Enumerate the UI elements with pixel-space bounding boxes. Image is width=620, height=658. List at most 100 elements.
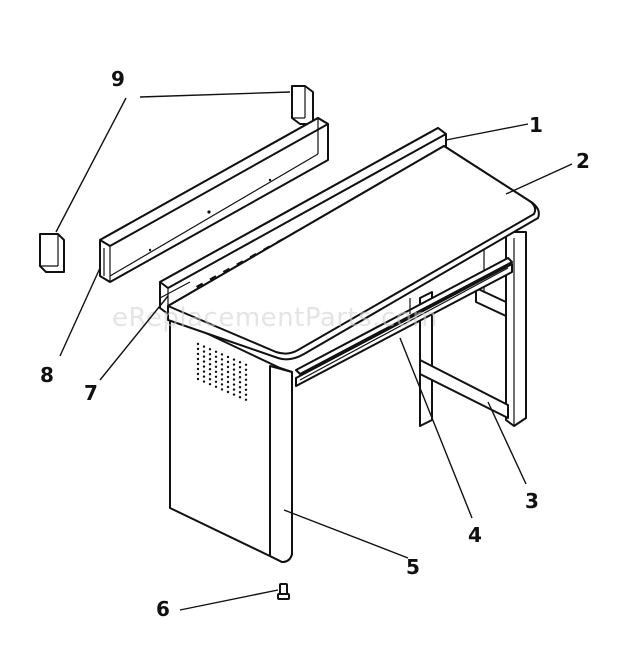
- vent-hole: [238, 396, 242, 399]
- vent-hole: [208, 348, 212, 351]
- leader-6: [179, 589, 279, 611]
- vent-hole: [196, 377, 200, 381]
- vent-hole: [214, 380, 218, 383]
- vent-hole: [244, 363, 248, 366]
- vent-hole: [196, 342, 200, 346]
- vent-hole: [232, 388, 236, 391]
- leader-8: [59, 267, 101, 357]
- leader-1: [445, 123, 529, 141]
- vent-hole: [244, 378, 248, 381]
- vent-hole: [220, 363, 224, 366]
- vent-hole: [232, 363, 236, 366]
- callout-4: 4: [468, 523, 482, 547]
- vent-hole: [208, 373, 212, 376]
- vent-hole: [208, 378, 212, 381]
- vent-hole: [226, 390, 230, 394]
- vent-hole: [220, 388, 224, 391]
- vent-hole: [238, 371, 242, 374]
- vent-hole: [214, 370, 218, 373]
- vent-hole: [202, 380, 206, 383]
- vent-hole: [244, 383, 248, 386]
- vent-hole: [214, 350, 218, 353]
- vent-hole: [220, 368, 224, 371]
- end-cap-right: [291, 85, 314, 125]
- vent-hole: [238, 391, 242, 394]
- vent-hole: [220, 378, 224, 381]
- vent-hole: [214, 355, 218, 358]
- vent-hole: [208, 368, 212, 371]
- vent-hole: [238, 386, 242, 389]
- callout-3: 3: [525, 489, 539, 513]
- callout-7: 7: [84, 381, 98, 405]
- vent-hole: [208, 353, 212, 356]
- vent-hole: [214, 365, 218, 368]
- vent-hole: [196, 357, 200, 361]
- end-cap-left: [39, 233, 65, 273]
- vent-hole: [196, 367, 200, 371]
- leader-5: [283, 509, 409, 559]
- vent-hole: [226, 380, 230, 384]
- vent-hole: [202, 350, 206, 353]
- vent-hole: [232, 378, 236, 381]
- vent-hole: [196, 372, 200, 376]
- vent-hole: [226, 385, 230, 389]
- vent-hole: [238, 361, 242, 364]
- vent-hole: [232, 358, 236, 361]
- vent-hole: [238, 366, 242, 369]
- vent-hole: [244, 368, 248, 371]
- vent-hole: [244, 373, 248, 376]
- vent-hole: [232, 368, 236, 371]
- vent-hole: [220, 383, 224, 386]
- vent-hole: [226, 355, 230, 359]
- vent-hole: [226, 365, 230, 369]
- callout-1: 1: [529, 113, 543, 137]
- vent-hole: [238, 376, 242, 379]
- vent-hole: [232, 393, 236, 396]
- leader-lines: [55, 91, 573, 611]
- vent-hole: [244, 388, 248, 391]
- pegboard-slot: [196, 282, 204, 289]
- callouts: 9 1 2 3 4 5 6 7 8: [40, 67, 590, 621]
- callout-2: 2: [576, 149, 590, 173]
- leader-3: [487, 401, 527, 485]
- leveling-screw: [277, 583, 290, 600]
- leader-2: [505, 163, 573, 195]
- leg-frame: [419, 231, 527, 427]
- vent-hole: [202, 370, 206, 373]
- vent-hole: [232, 383, 236, 386]
- vent-hole: [232, 373, 236, 376]
- vent-hole: [208, 383, 212, 386]
- pegboard-slot: [209, 275, 217, 282]
- vent-hole: [214, 360, 218, 363]
- vent-hole: [202, 375, 206, 378]
- callout-6: 6: [156, 597, 170, 621]
- vent-hole: [244, 398, 248, 401]
- vent-hole: [226, 375, 230, 379]
- vent-hole: [196, 352, 200, 356]
- vent-hole: [196, 362, 200, 366]
- back-rail: [99, 117, 329, 283]
- leader-7: [99, 295, 169, 381]
- vent-hole: [220, 353, 224, 356]
- vent-hole: [202, 355, 206, 358]
- vent-hole: [226, 370, 230, 374]
- vent-hole: [226, 360, 230, 364]
- vent-hole: [220, 373, 224, 376]
- callout-5: 5: [406, 555, 420, 579]
- drawer-rails: [295, 257, 513, 387]
- watermark: eReplacementParts.com: [112, 303, 438, 333]
- vent-hole: [214, 385, 218, 388]
- worktop: [167, 145, 540, 361]
- vent-hole: [202, 365, 206, 368]
- vent-hole: [196, 347, 200, 351]
- callout-9: 9: [111, 67, 125, 91]
- leader-9a: [139, 91, 291, 98]
- pedestal-cabinet: [169, 315, 293, 563]
- leader-4: [399, 337, 473, 519]
- vent-hole: [220, 358, 224, 361]
- callout-8: 8: [40, 363, 54, 387]
- vent-hole: [238, 381, 242, 384]
- vent-hole: [214, 375, 218, 378]
- vent-hole: [244, 393, 248, 396]
